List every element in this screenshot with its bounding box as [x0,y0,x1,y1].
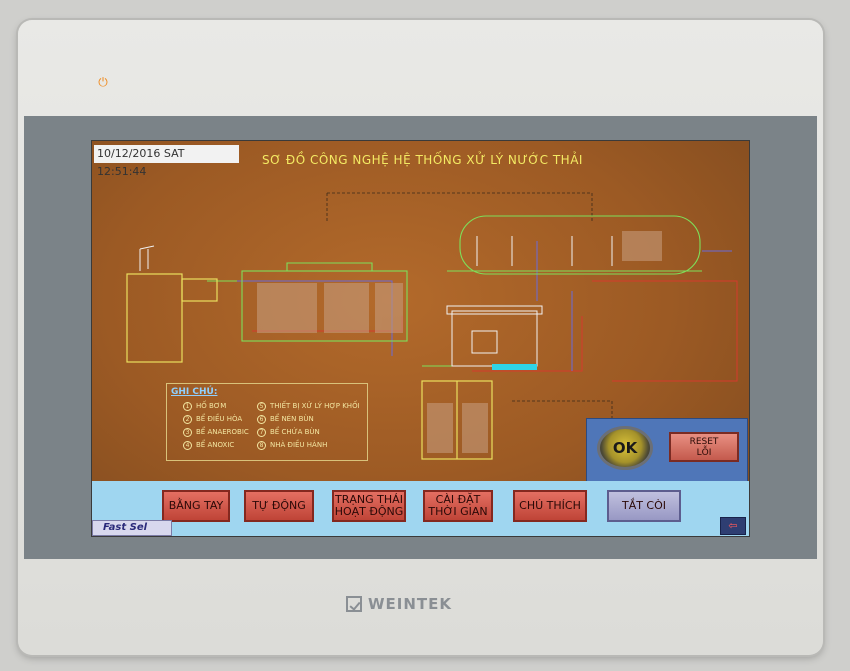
legend-item: 8 NHÀ ĐIỀU HÀNH [257,440,327,450]
legend-item: 7 BỂ CHỨA BÙN [257,427,320,437]
legend-number: 4 [183,441,192,450]
auto-mode-button[interactable]: TỰ ĐỘNG [244,490,314,522]
ok-button[interactable]: OK [597,426,653,470]
legend-button-label: CHÚ THÍCH [519,499,581,512]
legend-number: 6 [257,415,266,424]
back-arrow-icon[interactable]: ⇦ [720,517,746,535]
operation-status-label-line2: HOẠT ĐỘNG [334,505,404,518]
legend-item: 6 BỂ NÉN BÙN [257,414,314,424]
manual-mode-button[interactable]: BẰNG TAY [162,490,230,522]
legend-number: 3 [183,428,192,437]
legend-label: BỂ ANOXIC [196,441,235,449]
legend-title: GHI CHÚ: [171,387,218,397]
time-settings-button[interactable]: CÀI ĐẶT THỜI GIAN [423,490,493,522]
legend-number: 5 [257,402,266,411]
legend-label: HỐ BƠM [196,402,227,410]
time-text: 12:51:44 [97,165,147,178]
brand-logo: WEINTEK [346,592,496,616]
bottom-nav-bar: BẰNG TAY TỰ ĐỘNG TRẠNG THÁI HOẠT ĐỘNG CÀ… [92,481,749,536]
reset-label-line1: RESET [689,437,719,447]
legend-label: BỂ CHỨA BÙN [270,428,320,436]
legend-item: 3 BỂ ANAEROBIC [183,427,249,437]
brand-text: WEINTEK [368,595,453,613]
legend-label: BỂ ANAEROBIC [196,428,249,436]
legend-item: 5 THIẾT BỊ XỬ LÝ HỢP KHỐI [257,401,360,411]
legend-number: 7 [257,428,266,437]
manual-mode-label: BẰNG TAY [168,499,224,512]
legend-label: BỂ ĐIỀU HÒA [196,415,243,423]
process-schematic [126,192,738,460]
fast-select-button[interactable]: Fast Sel [92,520,172,536]
legend-button[interactable]: CHÚ THÍCH [513,490,587,522]
legend-label: BỂ NÉN BÙN [270,415,314,423]
operation-status-label-line1: TRẠNG THÁI [335,493,403,506]
operation-status-button[interactable]: TRẠNG THÁI HOẠT ĐỘNG [332,490,406,522]
date-text: 10/12/2016 SAT [97,147,185,160]
reset-label-line2: LỖI [696,448,712,458]
power-icon: ⏻ [98,75,108,89]
time-settings-label-line2: THỜI GIAN [428,505,488,518]
page-title: SƠ ĐỒ CÔNG NGHỆ HỆ THỐNG XỬ LÝ NƯỚC THẢI [262,153,583,167]
legend-number: 8 [257,441,266,450]
control-panel: OK RESET LỖI [586,418,748,482]
weintek-logo-icon [346,596,362,612]
legend-label: THIẾT BỊ XỬ LÝ HỢP KHỐI [270,402,360,410]
auto-mode-label: TỰ ĐỘNG [252,499,306,512]
reset-error-button[interactable]: RESET LỖI [669,432,739,462]
hmi-screen: 10/12/2016 SAT 12:51:44 SƠ ĐỒ CÔNG NGHỆ … [91,140,750,537]
legend-panel: GHI CHÚ: 1 HỐ BƠM 2 BỂ ĐIỀU HÒA 3 BỂ ANAERO… [166,383,368,461]
legend-number: 2 [183,415,192,424]
legend-item: 1 HỐ BƠM [183,401,226,411]
time-settings-label-line1: CÀI ĐẶT [435,493,481,506]
mute-buzzer-label: TẮT CÒI [621,499,667,512]
datetime-display: 10/12/2016 SAT 12:51:44 [94,145,239,178]
legend-number: 1 [183,402,192,411]
legend-item: 4 BỂ ANOXIC [183,440,234,450]
legend-label: NHÀ ĐIỀU HÀNH [270,441,328,449]
mute-buzzer-button[interactable]: TẮT CÒI [607,490,681,522]
legend-item: 2 BỂ ĐIỀU HÒA [183,414,242,424]
